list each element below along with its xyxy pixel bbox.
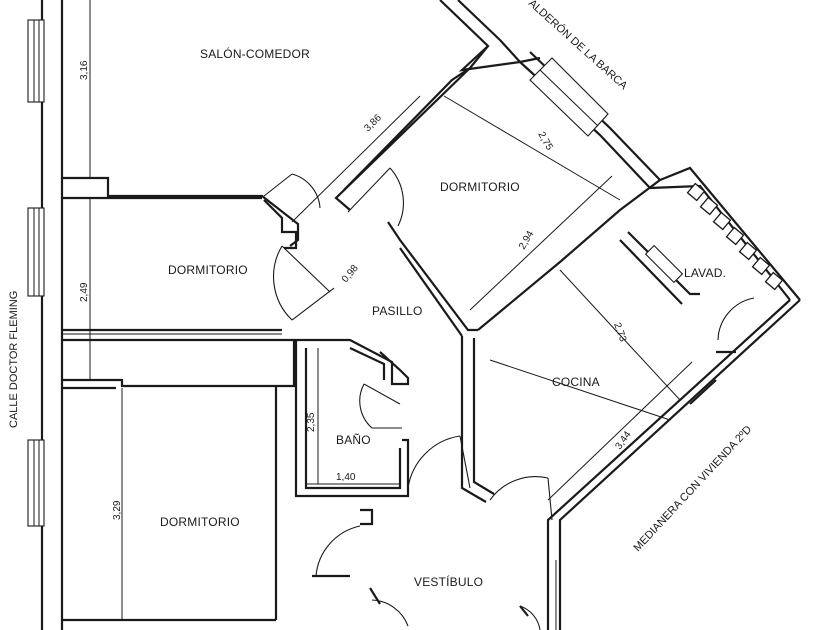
left-facade-wall bbox=[40, 0, 64, 630]
room-label-lavadero: LAVAD. bbox=[684, 266, 726, 280]
door-dormitorio-bottom bbox=[315, 525, 361, 577]
street-label-left: CALLE DOCTOR FLEMING bbox=[8, 291, 20, 428]
room-label-dormitorio-top: DORMITORIO bbox=[440, 180, 520, 194]
door-lavadero bbox=[717, 297, 755, 341]
dim-pasillo-width: 0,98 bbox=[340, 263, 361, 285]
salon-dormitorio-diagonal-wall bbox=[291, 45, 489, 223]
bano-walls bbox=[294, 338, 410, 498]
left-window-2 bbox=[27, 207, 45, 297]
door-entrance bbox=[371, 599, 541, 630]
room-label-salon: SALÓN-COMEDOR bbox=[200, 46, 310, 61]
door-dormitorio-left bbox=[273, 245, 335, 321]
dim-dorm-top-diag: 2,94 bbox=[517, 229, 536, 252]
street-label-right: MEDIANERA CON VIVIENDA 2ºD bbox=[631, 424, 754, 555]
dim-bano-height: 2,35 bbox=[306, 412, 317, 432]
top-right-window bbox=[529, 57, 609, 137]
door-cocina bbox=[489, 476, 553, 521]
dim-dorm-top-width: 2,75 bbox=[535, 130, 554, 153]
hatched-party-wall bbox=[649, 166, 801, 301]
dormitorio-top-walls bbox=[387, 95, 661, 337]
room-label-vestibulo: VESTÍBULO bbox=[414, 574, 483, 589]
dim-salon-diag: 3,86 bbox=[362, 112, 384, 134]
room-label-dormitorio-bottom: DORMITORIO bbox=[160, 515, 240, 529]
dormitorio-left-walls bbox=[62, 198, 298, 390]
dim-bano-width: 1,40 bbox=[336, 472, 356, 483]
lavadero-walls bbox=[619, 231, 700, 305]
dim-dorm-bottom-height: 3,29 bbox=[112, 500, 123, 520]
door-bano bbox=[359, 383, 402, 429]
door-vestibulo-bano bbox=[407, 435, 471, 489]
left-window-1 bbox=[27, 19, 45, 103]
dim-cocina-diag: 3,44 bbox=[613, 429, 633, 452]
cocina-walls bbox=[489, 269, 736, 501]
room-label-pasillo: PASILLO bbox=[372, 304, 423, 318]
door-salon bbox=[263, 173, 321, 209]
room-label-bano: BAÑO bbox=[336, 433, 371, 447]
right-diagonal-wall bbox=[546, 299, 801, 630]
left-window-3 bbox=[27, 439, 45, 527]
vestibulo-walls bbox=[312, 560, 557, 630]
room-label-cocina: COCINA bbox=[552, 375, 600, 389]
dim-salon-height: 3,16 bbox=[79, 60, 90, 80]
door-dormitorio-top bbox=[347, 167, 404, 227]
dormitorio-bottom-walls bbox=[62, 386, 374, 622]
pasillo-right-wall bbox=[460, 336, 495, 503]
room-label-dormitorio-left: DORMITORIO bbox=[168, 263, 248, 277]
dim-cocina-width: 2,73 bbox=[611, 321, 628, 343]
salon-lower-wall bbox=[62, 0, 300, 247]
dim-dorm-left-height: 2,49 bbox=[79, 282, 90, 302]
